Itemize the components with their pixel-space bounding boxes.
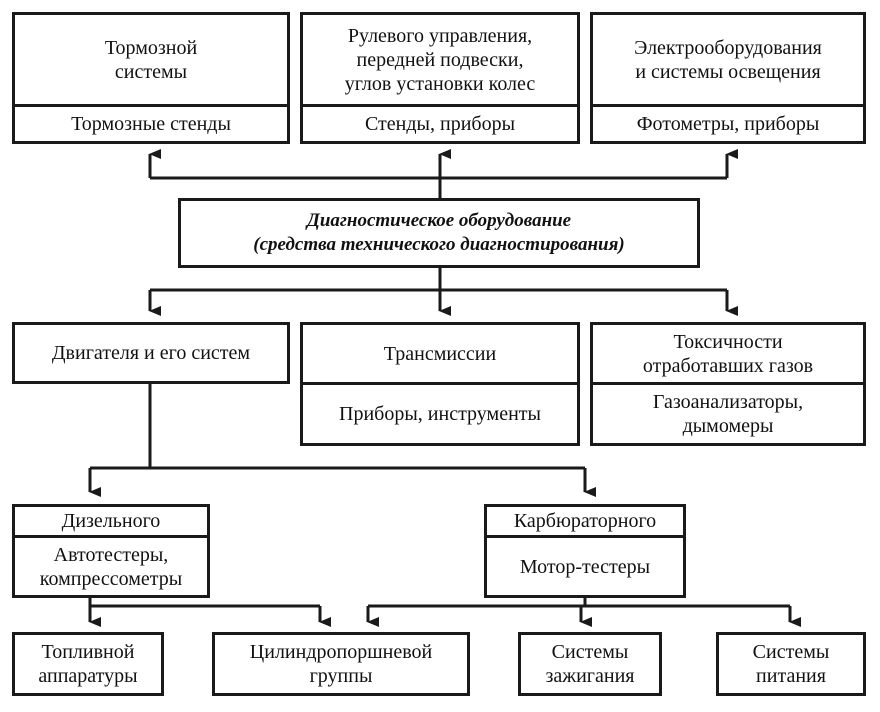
diesel-tools: Автотестеры, компрессометры bbox=[15, 535, 207, 595]
brake-system-title: Тормозной системы bbox=[104, 36, 198, 83]
electrics-title: Электрооборудования и системы освещения bbox=[634, 36, 822, 83]
box-toxicity: Токсичности отработавших газов Газоанали… bbox=[590, 322, 866, 446]
center-line1: Диагностическое оборудование bbox=[306, 210, 572, 231]
toxicity-tools: Газоанализаторы, дымомеры bbox=[593, 382, 863, 443]
brake-system-tools: Тормозные стенды bbox=[15, 104, 287, 141]
cylinder-group-title: Цилиндропоршневой группы bbox=[249, 641, 433, 687]
box-ignition: Системы зажигания bbox=[518, 632, 662, 696]
box-brake-system: Тормозной системы Тормозные стенды bbox=[12, 12, 290, 144]
steering-tools: Стенды, приборы bbox=[303, 104, 577, 141]
box-fuel-equipment: Топливной аппаратуры bbox=[12, 632, 164, 696]
toxicity-title: Токсичности отработавших газов bbox=[642, 330, 814, 377]
box-cylinder-group: Цилиндропоршневой группы bbox=[212, 632, 470, 696]
box-carburetor: Карбюраторного Мотор-тестеры bbox=[484, 504, 686, 598]
engine-title: Двигателя и его систем bbox=[51, 342, 251, 364]
box-electrics: Электрооборудования и системы освещения … bbox=[590, 12, 866, 144]
box-engine: Двигателя и его систем bbox=[12, 322, 290, 384]
carburetor-tools: Мотор-тестеры bbox=[487, 535, 683, 595]
fuel-equipment-title: Топливной аппаратуры bbox=[38, 641, 138, 687]
carburetor-title: Карбюраторного bbox=[513, 510, 657, 532]
electrics-tools: Фотометры, приборы bbox=[593, 104, 863, 141]
box-transmission: Трансмиссии Приборы, инструменты bbox=[300, 322, 580, 446]
center-line2: (средства технического диагностирования) bbox=[253, 234, 625, 255]
diesel-title: Дизельного bbox=[61, 510, 161, 532]
fuel-system-title: Системы питания bbox=[752, 641, 830, 687]
transmission-tools: Приборы, инструменты bbox=[303, 382, 577, 443]
transmission-title: Трансмиссии bbox=[383, 342, 497, 365]
box-diesel: Дизельного Автотестеры, компрессометры bbox=[12, 504, 210, 598]
steering-title: Рулевого управления, передней подвески, … bbox=[344, 24, 536, 95]
box-fuel-system: Системы питания bbox=[716, 632, 866, 696]
box-steering: Рулевого управления, передней подвески, … bbox=[300, 12, 580, 144]
box-diagnostic-equipment: Диагностическое оборудование (средства т… bbox=[178, 198, 700, 268]
ignition-title: Системы зажигания bbox=[545, 641, 635, 687]
